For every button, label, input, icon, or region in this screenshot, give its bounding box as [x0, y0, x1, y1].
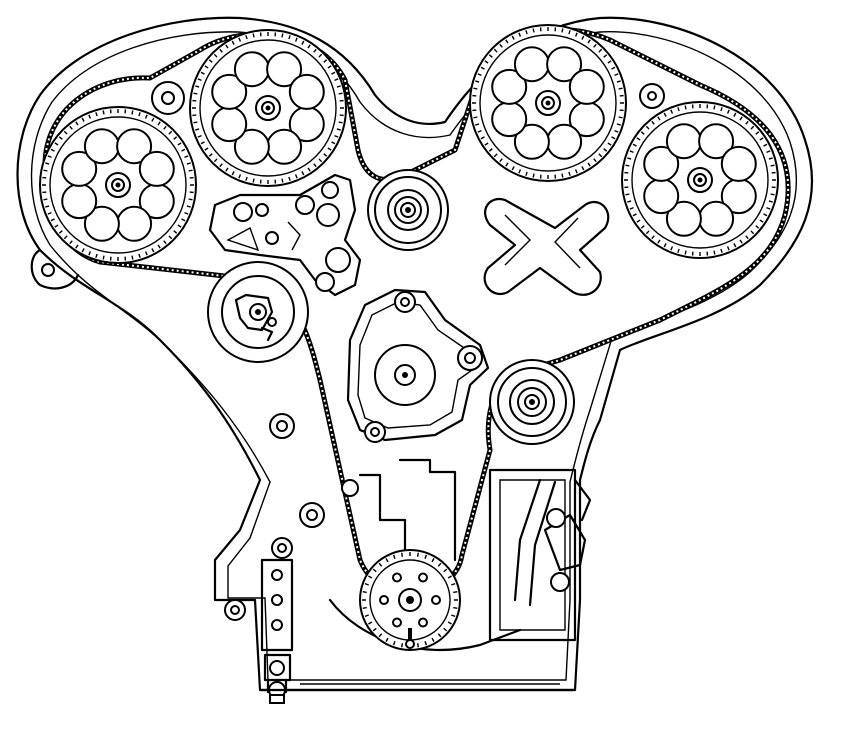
lightening-hole — [643, 145, 680, 182]
small-idler-right-center — [647, 91, 657, 101]
crank-bolt-hole — [392, 572, 402, 583]
water-pump — [346, 288, 490, 443]
lightening-hole — [233, 51, 270, 88]
lightening-hole — [643, 178, 680, 215]
crank-bolt-hole — [379, 595, 389, 605]
lower-block-details — [328, 458, 592, 652]
crankshaft-sprocket — [359, 549, 461, 651]
lightening-hole — [61, 183, 98, 220]
camshaft-sprockets — [39, 24, 779, 264]
cam-sprocket-right-exhaust — [621, 101, 779, 259]
lightening-hole — [211, 73, 248, 110]
left-bracket-casting — [208, 173, 362, 297]
lightening-hole — [61, 150, 98, 187]
lightening-hole — [116, 205, 153, 242]
lightening-hole — [568, 68, 605, 105]
crank-bolt-hole — [431, 595, 441, 605]
crank-bolt-hole — [418, 572, 428, 583]
lightening-hole — [288, 73, 325, 110]
crank-bolt-hole — [392, 617, 402, 628]
lightening-hole — [83, 205, 120, 242]
lightening-hole — [546, 123, 583, 160]
lightening-hole — [546, 46, 583, 83]
x-shaped-boss — [483, 197, 610, 296]
lightening-hole — [513, 123, 550, 160]
crank-timing-mark — [408, 628, 412, 640]
left-side-bolts — [224, 413, 359, 621]
lightening-hole — [138, 150, 175, 187]
lightening-hole — [698, 200, 735, 237]
cam-sprocket-left-intake — [189, 29, 347, 187]
lightening-hole — [83, 128, 120, 165]
lightening-hole — [266, 51, 303, 88]
crank-bolt-hole — [418, 617, 428, 628]
left-ear-bolt — [41, 263, 55, 277]
lightening-hole — [665, 200, 702, 237]
lightening-hole — [491, 68, 528, 105]
lower-idler-pulley — [489, 359, 575, 445]
lightening-hole — [665, 123, 702, 160]
lightening-hole — [720, 145, 757, 182]
lightening-hole — [233, 128, 270, 165]
lightening-hole — [698, 123, 735, 160]
belt-tensioner — [207, 261, 309, 363]
cam-sprocket-right-intake — [469, 24, 627, 182]
lightening-hole — [116, 128, 153, 165]
lightening-hole — [266, 128, 303, 165]
cam-sprocket-left-exhaust — [39, 106, 197, 264]
left-mounting-ear — [30, 248, 80, 290]
lightening-hole — [211, 106, 248, 143]
upper-idler-pulley — [367, 169, 449, 251]
cover-outer-outline — [16, 16, 814, 692]
cover-inner-outline — [30, 31, 798, 681]
lightening-hole — [491, 101, 528, 138]
small-idler-left-center — [161, 91, 175, 105]
lightening-hole — [513, 46, 550, 83]
